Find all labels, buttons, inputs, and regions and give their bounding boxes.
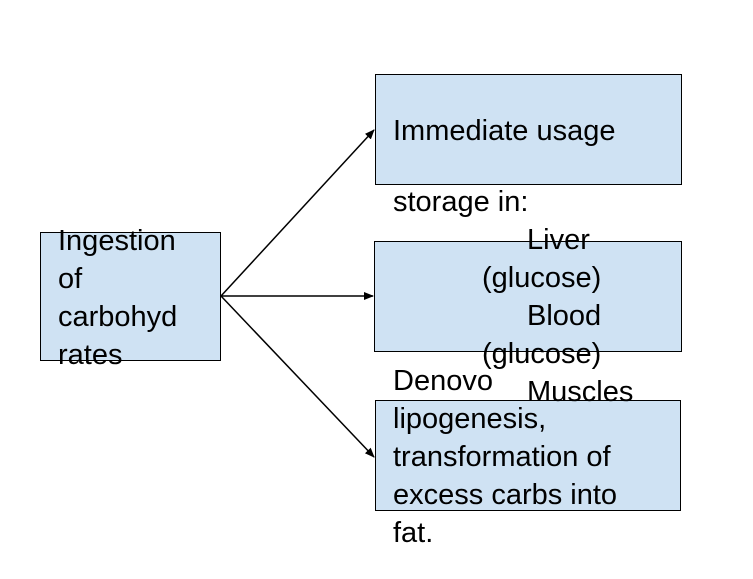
storage-label-line-4: Blood [527,300,602,332]
arrow-to-immediate-usage [220,129,375,297]
source-label-line-4: rates [58,339,123,371]
lipogenesis-label-line-1: Denovo [393,365,493,397]
arrow-to-lipogenesis [220,295,375,458]
storage-label-line-6: Muscles [527,376,634,408]
lipogenesis-label-line-5: fat. [393,517,434,549]
lipogenesis-box [375,400,681,511]
source-label-line-1: Ingestion [58,225,176,257]
storage-box [374,241,682,352]
source-label-line-3: carbohyd [58,301,178,333]
immediate-usage-box [375,74,682,185]
lipogenesis-label-line-2: lipogenesis, [393,403,547,435]
storage-label-line-2: Liver [527,224,590,256]
lipogenesis-label-line-4: excess carbs into [393,479,618,511]
lipogenesis-label-line-3: transformation of [393,441,611,473]
storage-label-line-5: (glucose) [482,338,602,370]
storage-label-line-3: (glucose) [482,262,602,294]
source-box [40,232,221,361]
storage-label-line-1: storage in: [393,186,529,218]
source-label-line-2: of [58,263,83,295]
immediate-usage-label: Immediate usage [393,115,616,147]
